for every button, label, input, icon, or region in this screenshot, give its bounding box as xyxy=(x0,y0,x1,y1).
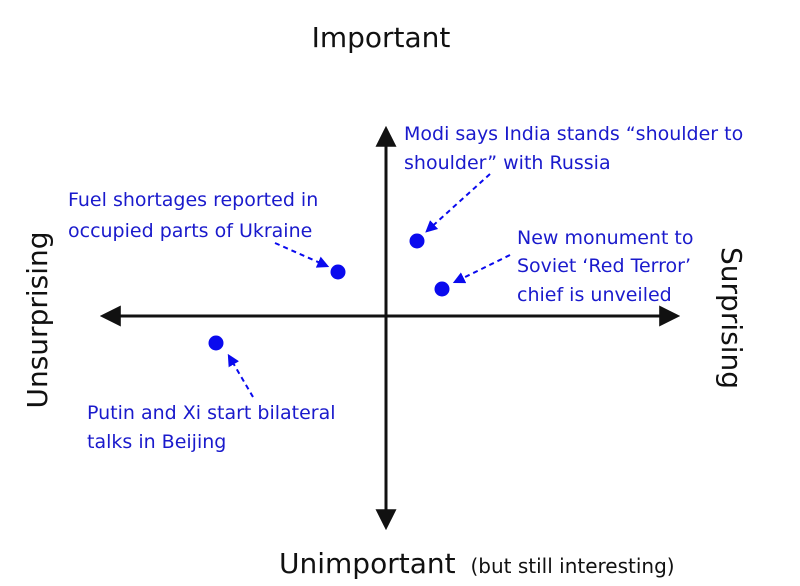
annotation-line: shoulder” with Russia xyxy=(404,152,611,174)
annotation-text-monument: New monument to Soviet ‘Red Terror’ chie… xyxy=(517,227,700,306)
point-marker-fuel xyxy=(330,264,346,280)
point-putin: Putin and Xi start bilateral talks in Be… xyxy=(87,335,342,453)
point-modi: Modi says India stands “shoulder to shou… xyxy=(404,123,749,249)
axis-label-bottom: Unimportant (but still interesting) xyxy=(279,547,675,580)
point-fuel: Fuel shortages reported in occupied part… xyxy=(68,189,346,280)
annotation-line: talks in Beijing xyxy=(87,431,226,453)
point-monument: New monument to Soviet ‘Red Terror’ chie… xyxy=(434,227,700,306)
annotation-text-putin: Putin and Xi start bilateral talks in Be… xyxy=(87,402,342,453)
axis-label-top: Important xyxy=(312,21,451,54)
point-marker-monument xyxy=(434,281,450,297)
annotation-line: chief is unveiled xyxy=(517,284,672,306)
annotation-line: New monument to xyxy=(517,227,694,249)
annotation-line: Fuel shortages reported in xyxy=(68,189,318,211)
annotation-line: occupied parts of Ukraine xyxy=(68,220,312,242)
annotation-arrow-fuel xyxy=(274,242,330,268)
axis-label-bottom-note: (but still interesting) xyxy=(470,554,674,578)
axis-label-bottom-main: Unimportant xyxy=(279,547,456,580)
annotation-line: Modi says India stands “shoulder to xyxy=(404,123,743,145)
annotation-arrow-putin xyxy=(227,353,254,398)
point-marker-putin xyxy=(208,335,224,351)
annotation-arrow-modi xyxy=(425,173,491,233)
annotation-text-fuel: Fuel shortages reported in occupied part… xyxy=(68,189,324,242)
axis-label-right: Surprising xyxy=(715,247,748,389)
annotation-line: Soviet ‘Red Terror’ xyxy=(517,255,691,277)
point-marker-modi xyxy=(409,233,425,249)
annotation-line: Putin and Xi start bilateral xyxy=(87,402,336,424)
axis-label-left: Unsurprising xyxy=(21,231,54,408)
annotation-text-modi: Modi says India stands “shoulder to shou… xyxy=(404,123,749,174)
annotation-arrow-monument xyxy=(452,254,511,284)
